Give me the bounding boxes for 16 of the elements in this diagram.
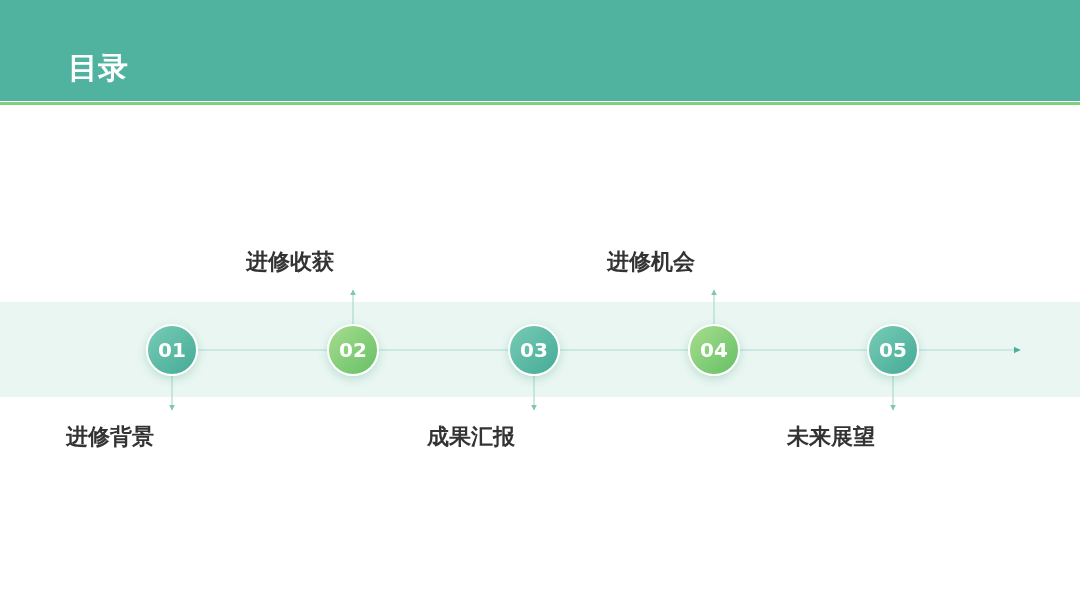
section-label: 进修背景 — [66, 425, 154, 449]
section-label: 进修机会 — [607, 250, 695, 274]
arrow — [711, 289, 717, 325]
arrow — [531, 375, 537, 411]
timeline-line — [559, 349, 689, 351]
section-label: 未来展望 — [787, 425, 875, 449]
timeline-line — [739, 349, 868, 351]
page-title: 目录 — [68, 50, 128, 86]
timeline-line — [197, 349, 328, 351]
arrow — [890, 375, 896, 411]
timeline-line — [378, 349, 509, 351]
arrow — [350, 289, 356, 325]
section-label: 进修收获 — [246, 250, 334, 274]
arrow — [169, 375, 175, 411]
section-label: 成果汇报 — [427, 425, 515, 449]
arrow — [918, 346, 1021, 354]
